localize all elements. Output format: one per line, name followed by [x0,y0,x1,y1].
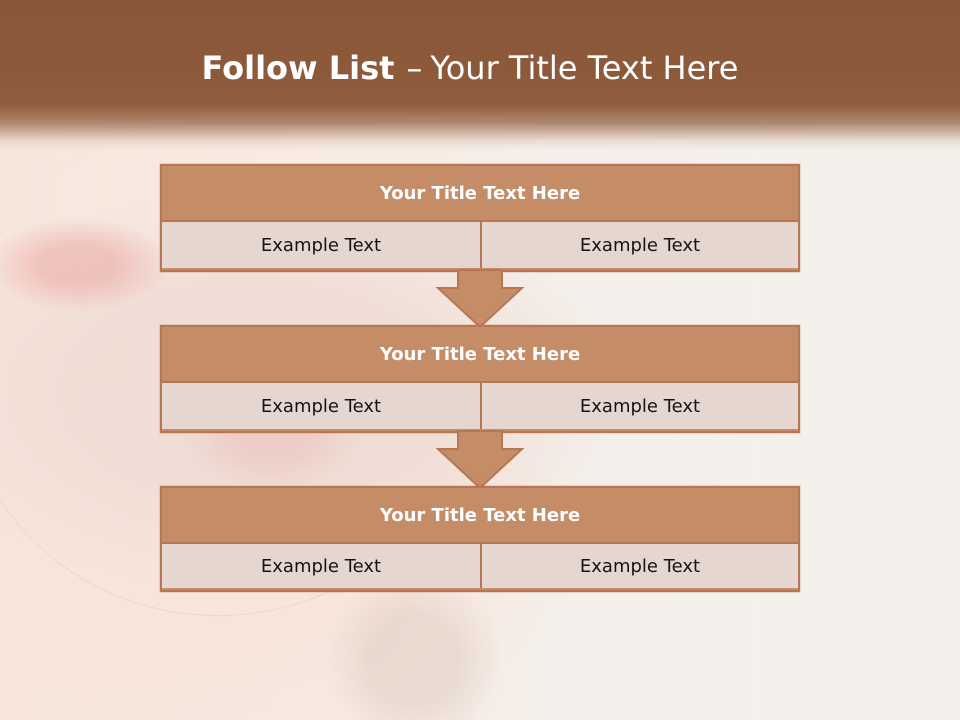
list-block-row-3: Example Text Example Text [162,544,798,588]
list-block-3: Your Title Text Here Example Text Exampl… [160,486,800,592]
list-block-row-2: Example Text Example Text [162,383,798,429]
header-band [0,0,960,150]
list-block-title-3: Your Title Text Here [162,488,798,544]
list-block-1: Your Title Text Here Example Text Exampl… [160,164,800,272]
down-arrow-connector-2 [435,430,525,490]
slide-title-rest: Your Title Text Here [430,49,739,87]
list-block-right-cell-1: Example Text [480,222,798,268]
list-block-title-1: Your Title Text Here [162,166,798,222]
list-block-left-cell-1: Example Text [260,234,382,256]
list-block-left-cell-2: Example Text [260,395,382,417]
list-block-left-cell-3: Example Text [260,555,382,577]
slide-title-separator: – [406,49,423,87]
slide-title-bold: Follow List [201,49,395,87]
list-block-row-1: Example Text Example Text [162,222,798,268]
list-block-right-cell-3: Example Text [480,544,798,588]
down-arrow-connector-1 [435,269,525,329]
list-block-right-cell-2: Example Text [480,383,798,429]
neck-shadow [324,570,504,720]
list-block-2: Your Title Text Here Example Text Exampl… [160,325,800,433]
slide-title: Follow List–Your Title Text Here [0,52,940,84]
list-block-title-2: Your Title Text Here [162,327,798,383]
